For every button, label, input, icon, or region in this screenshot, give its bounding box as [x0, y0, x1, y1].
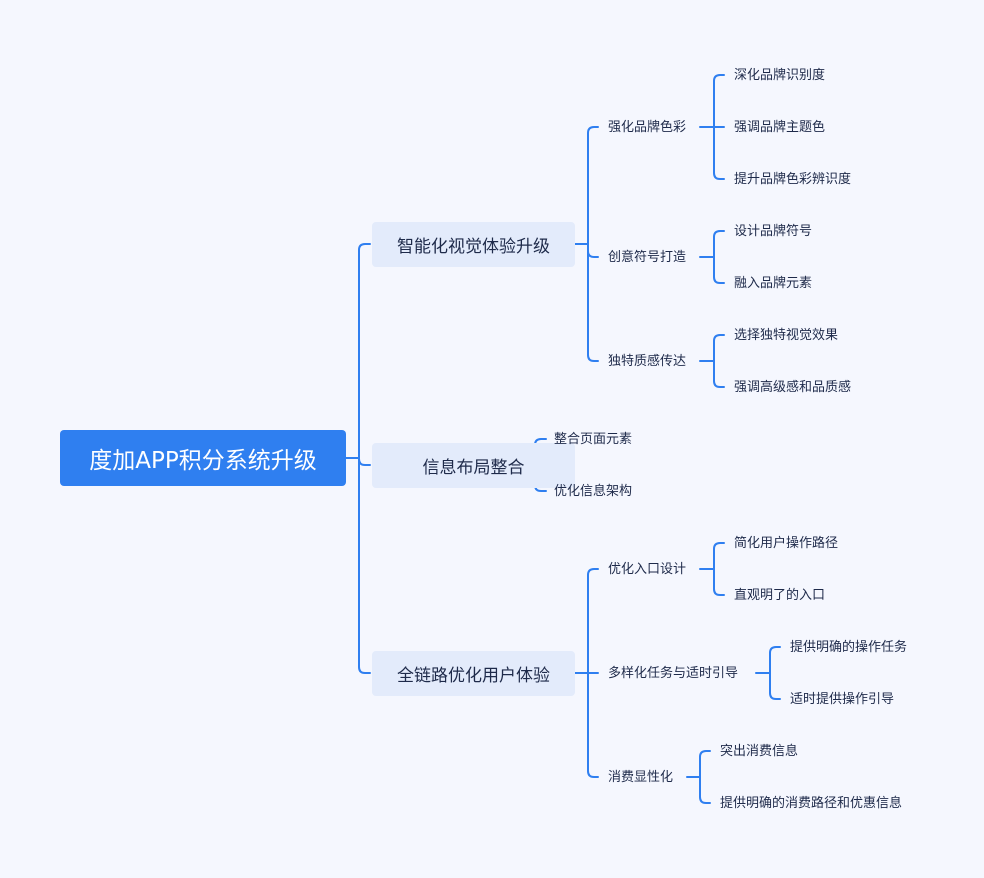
connector-consumption-visible: [686, 750, 711, 804]
leaf-simplify-user-path[interactable]: 简化用户操作路径: [734, 536, 839, 551]
connector-full-link-ux: [574, 568, 599, 778]
connector-diverse-tasks: [755, 646, 781, 700]
leaf-integrate-page-elements[interactable]: 整合页面元素: [554, 432, 633, 447]
node-creative-symbol[interactable]: 创意符号打造: [608, 250, 687, 265]
leaf-optimize-info-architecture[interactable]: 优化信息架构: [554, 484, 633, 499]
node-optimize-entry[interactable]: 优化入口设计: [608, 562, 687, 577]
branch-full-link-ux[interactable]: 全链路优化用户体验: [372, 651, 575, 696]
leaf-clear-path-and-discount[interactable]: 提供明确的消费路径和优惠信息: [720, 796, 903, 811]
leaf-clear-tasks[interactable]: 提供明确的操作任务: [790, 640, 908, 655]
leaf-emphasize-theme-color[interactable]: 强调品牌主题色: [734, 120, 826, 135]
branch-smart-visual[interactable]: 智能化视觉体验升级: [372, 222, 575, 267]
connector-optimize-entry: [699, 542, 725, 596]
connector-brand-color: [699, 74, 725, 180]
root-node[interactable]: 度加APP积分系统升级: [60, 430, 346, 486]
leaf-premium-quality[interactable]: 强调高级感和品质感: [734, 380, 852, 395]
leaf-timely-guidance[interactable]: 适时提供操作引导: [790, 692, 895, 707]
connector-root: [345, 243, 371, 674]
leaf-clear-entry[interactable]: 直观明了的入口: [734, 588, 826, 603]
leaf-deepen-brand-recognition[interactable]: 深化品牌识别度: [734, 68, 826, 83]
connector-smart-visual: [574, 126, 599, 362]
node-brand-color[interactable]: 强化品牌色彩: [608, 120, 687, 135]
connector-creative-symbol: [699, 230, 725, 284]
node-unique-texture[interactable]: 独特质感传达: [608, 354, 687, 369]
branch-info-layout[interactable]: 信息布局整合: [372, 443, 575, 488]
leaf-unique-visual-effects[interactable]: 选择独特视觉效果: [734, 328, 839, 343]
leaf-design-brand-symbol[interactable]: 设计品牌符号: [734, 224, 813, 239]
connector-unique-texture: [699, 334, 725, 388]
leaf-integrate-brand-elements[interactable]: 融入品牌元素: [734, 276, 813, 291]
leaf-highlight-consumption[interactable]: 突出消费信息: [720, 744, 799, 759]
leaf-color-distinguishability[interactable]: 提升品牌色彩辨识度: [734, 172, 852, 187]
node-diverse-tasks[interactable]: 多样化任务与适时引导: [608, 666, 739, 681]
node-consumption-visible[interactable]: 消费显性化: [608, 770, 674, 785]
